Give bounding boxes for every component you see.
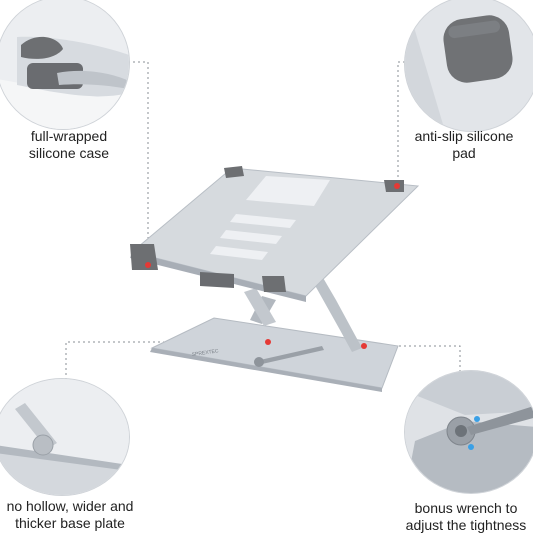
callout-dot-case <box>145 262 151 268</box>
leader-line-base <box>65 341 268 390</box>
hex-wrench-icon <box>405 371 533 493</box>
feature-label-silicone-case: full-wrapped silicone case <box>28 128 110 161</box>
base-plate <box>150 317 399 389</box>
feature-image-base-plate <box>0 378 130 496</box>
brand-mark: SPREXTEC <box>191 348 219 358</box>
vent-cutout <box>246 176 330 206</box>
feature-label-silicone-pad: anti-slip silicone pad <box>414 128 514 161</box>
wrench-on-base <box>260 346 324 364</box>
base-plate-hinge-icon <box>0 379 129 495</box>
feature-image-wrench <box>404 370 533 494</box>
silicone-pad-icon <box>405 0 533 131</box>
feature-label-base-plate: no hollow, wider and thicker base plate <box>6 498 134 531</box>
callout-dot-base <box>265 339 271 345</box>
callout-dot-wrench <box>361 343 367 349</box>
callout-dot-pad <box>394 183 400 189</box>
feature-image-silicone-case <box>0 0 130 130</box>
feature-image-silicone-pad <box>404 0 533 132</box>
callout-dots <box>145 183 400 349</box>
leader-line-pad <box>397 61 420 184</box>
feature-label-wrench: bonus wrench to adjust the tightness <box>405 500 527 533</box>
silicone-case-corner-icon <box>0 0 129 129</box>
